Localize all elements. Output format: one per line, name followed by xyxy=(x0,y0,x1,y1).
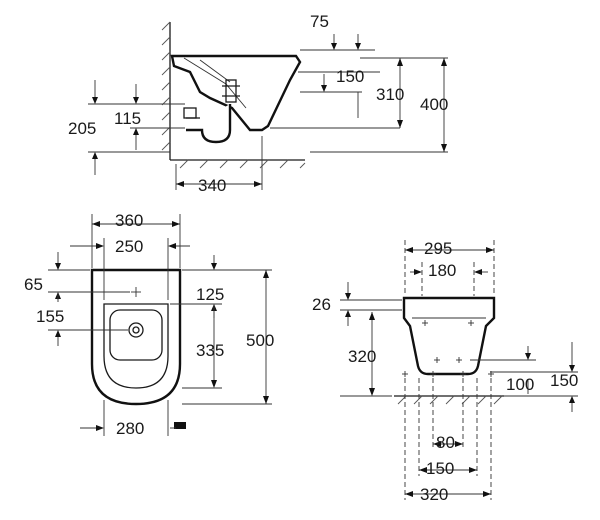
dim-80: 80 xyxy=(436,433,455,452)
floor-hatch xyxy=(170,159,306,169)
dim-180: 180 xyxy=(428,261,456,280)
wall-hatch xyxy=(161,21,171,160)
dim-250: 250 xyxy=(115,237,143,256)
dim-100: 100 xyxy=(506,375,534,394)
dim-150-horizontal: 150 xyxy=(426,459,454,478)
side-view: 75 150 310 400 205 115 xyxy=(68,12,448,195)
bidet-front-outline xyxy=(402,296,496,376)
dim-400: 400 xyxy=(420,95,448,114)
dim-155: 155 xyxy=(36,307,64,326)
tap-fitting xyxy=(222,79,240,103)
dim-295: 295 xyxy=(424,239,452,258)
dim-150: 150 xyxy=(336,67,364,86)
dim-280: 280 xyxy=(116,419,144,438)
dim-115: 115 xyxy=(114,109,141,128)
top-view: 360 250 65 125 155 335 xyxy=(24,211,274,438)
dim-65: 65 xyxy=(24,275,43,294)
dim-335: 335 xyxy=(196,341,224,360)
dim-340: 340 xyxy=(198,176,226,195)
dim-320-horizontal: 320 xyxy=(420,485,448,504)
dim-320-vertical: 320 xyxy=(348,347,376,366)
dim-205: 205 xyxy=(68,119,96,138)
fixing-bolts xyxy=(402,320,494,377)
dim-26: 26 xyxy=(312,295,331,314)
dim-125: 125 xyxy=(196,285,224,304)
dim-75: 75 xyxy=(310,12,329,31)
dim-310: 310 xyxy=(376,85,404,104)
dim-360: 360 xyxy=(115,211,143,230)
dim-500: 500 xyxy=(246,331,274,350)
dim-150-vertical: 150 xyxy=(550,371,578,390)
front-view: 295 180 26 320 100 150 xyxy=(312,239,578,504)
trap-pipe xyxy=(183,104,232,144)
